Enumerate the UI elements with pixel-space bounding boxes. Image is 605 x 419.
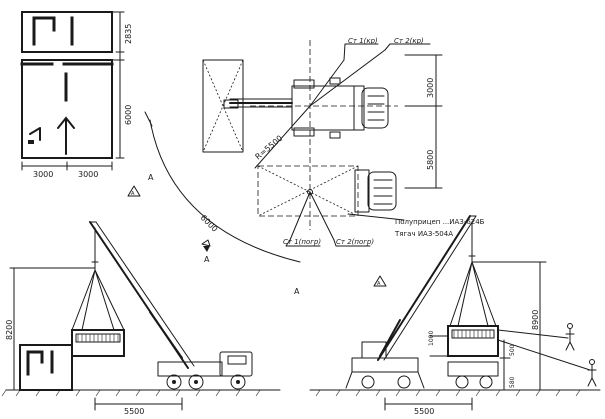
dim-side-reach-left: 5500 — [124, 407, 144, 416]
view-marker-left: А — [127, 185, 141, 197]
cabin-plan-view — [20, 11, 125, 171]
tractor-caption: Тягач ИАЗ-504А — [394, 230, 453, 238]
view-marker-right: А — [373, 275, 387, 287]
dim-plan-width-left: 3000 — [33, 170, 53, 179]
dim-plan-small-depth: 2835 — [124, 24, 133, 44]
dim-lift-small-b: 500 — [509, 344, 516, 356]
dim-lift-small-a: 1000 — [428, 331, 435, 346]
crane-side-view-right — [309, 215, 601, 411]
dim-lift-small-c: 580 — [509, 376, 516, 388]
dim-side-height-left: 8200 — [5, 320, 14, 340]
dim-crane-offset-top: 3000 — [426, 78, 435, 98]
station-1-crane-label: Ст 1(кр) — [348, 37, 378, 45]
dim-plan-depth: 6000 — [124, 105, 133, 125]
crane-plan-view — [144, 40, 443, 263]
section-mark-a-upper: А — [148, 173, 154, 182]
dim-side-height-right: 8900 — [531, 310, 540, 330]
dim-crane-offset-bottom: 5800 — [426, 150, 435, 170]
semitrailer-caption: Полуприцеп ...ИАЗ-624Б — [395, 218, 485, 226]
dim-swing-radius: R=5500 — [254, 134, 285, 162]
crane-side-view-left — [1, 221, 281, 411]
dim-arc-radius: 6000 — [199, 213, 220, 234]
station-1-load-label: Ст 1(погр) — [283, 238, 321, 246]
dim-plan-width-right: 3000 — [78, 170, 98, 179]
section-mark-a-middle: А — [204, 255, 210, 264]
svg-text:А: А — [131, 191, 135, 197]
station-2-load-label: Ст 2(погр) — [336, 238, 374, 246]
station-2-crane-label: Ст 2(кр) — [394, 37, 424, 45]
section-mark-a-lower: А — [294, 287, 300, 296]
svg-text:А: А — [377, 281, 381, 287]
dim-side-reach-right: 5500 — [414, 407, 434, 416]
